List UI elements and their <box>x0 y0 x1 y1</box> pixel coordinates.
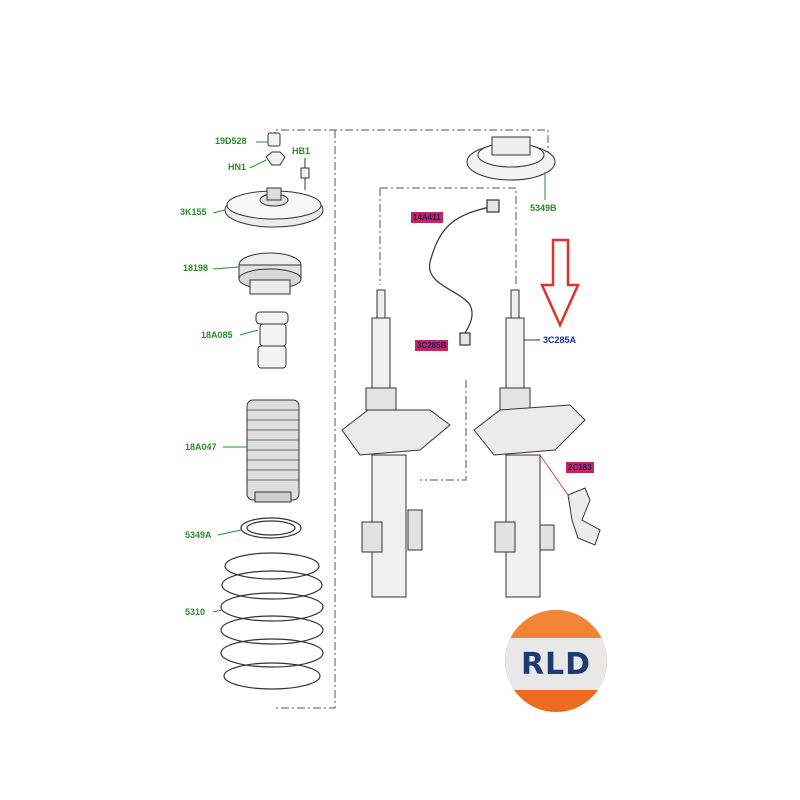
sensor-wire <box>429 199 500 346</box>
top-mount-plate <box>224 187 324 228</box>
label-3k155: 3K155 <box>180 207 207 217</box>
label-19d528: 19D528 <box>215 136 247 146</box>
logo-bottom-band <box>505 690 607 712</box>
bracket <box>539 454 601 546</box>
dust-boot <box>246 399 300 503</box>
logo-middle-band: RLD <box>505 638 607 690</box>
bump-stop <box>255 311 289 369</box>
label-18198: 18198 <box>183 263 209 273</box>
right-strut <box>473 289 586 598</box>
logo-top-band <box>505 610 607 638</box>
bearing-ring <box>238 252 302 295</box>
label-14a411: 14A411 <box>411 212 443 223</box>
label-5349b: 5349B <box>530 203 557 213</box>
label-5310: 5310 <box>185 607 206 617</box>
label-hb1: HB1 <box>292 146 311 156</box>
upper-spring-seat <box>466 136 556 181</box>
down-arrow-icon <box>540 238 580 329</box>
top-nut <box>265 132 310 190</box>
label-5349a: 5349A <box>185 530 212 540</box>
label-2c183: 2C183 <box>566 462 594 473</box>
label-3c285a: 3C285A <box>543 335 577 345</box>
leader-lines <box>212 141 546 613</box>
label-18a047: 18A047 <box>185 442 217 452</box>
label-3c285b: 3C285B <box>415 340 449 351</box>
rld-logo: RLD <box>505 610 607 712</box>
label-18a085: 18A085 <box>201 330 233 340</box>
left-strut <box>341 289 451 598</box>
lower-spring-seat <box>240 517 302 539</box>
label-hn1: HN1 <box>228 162 247 172</box>
coil-spring <box>220 552 324 690</box>
logo-text: RLD <box>520 646 592 682</box>
